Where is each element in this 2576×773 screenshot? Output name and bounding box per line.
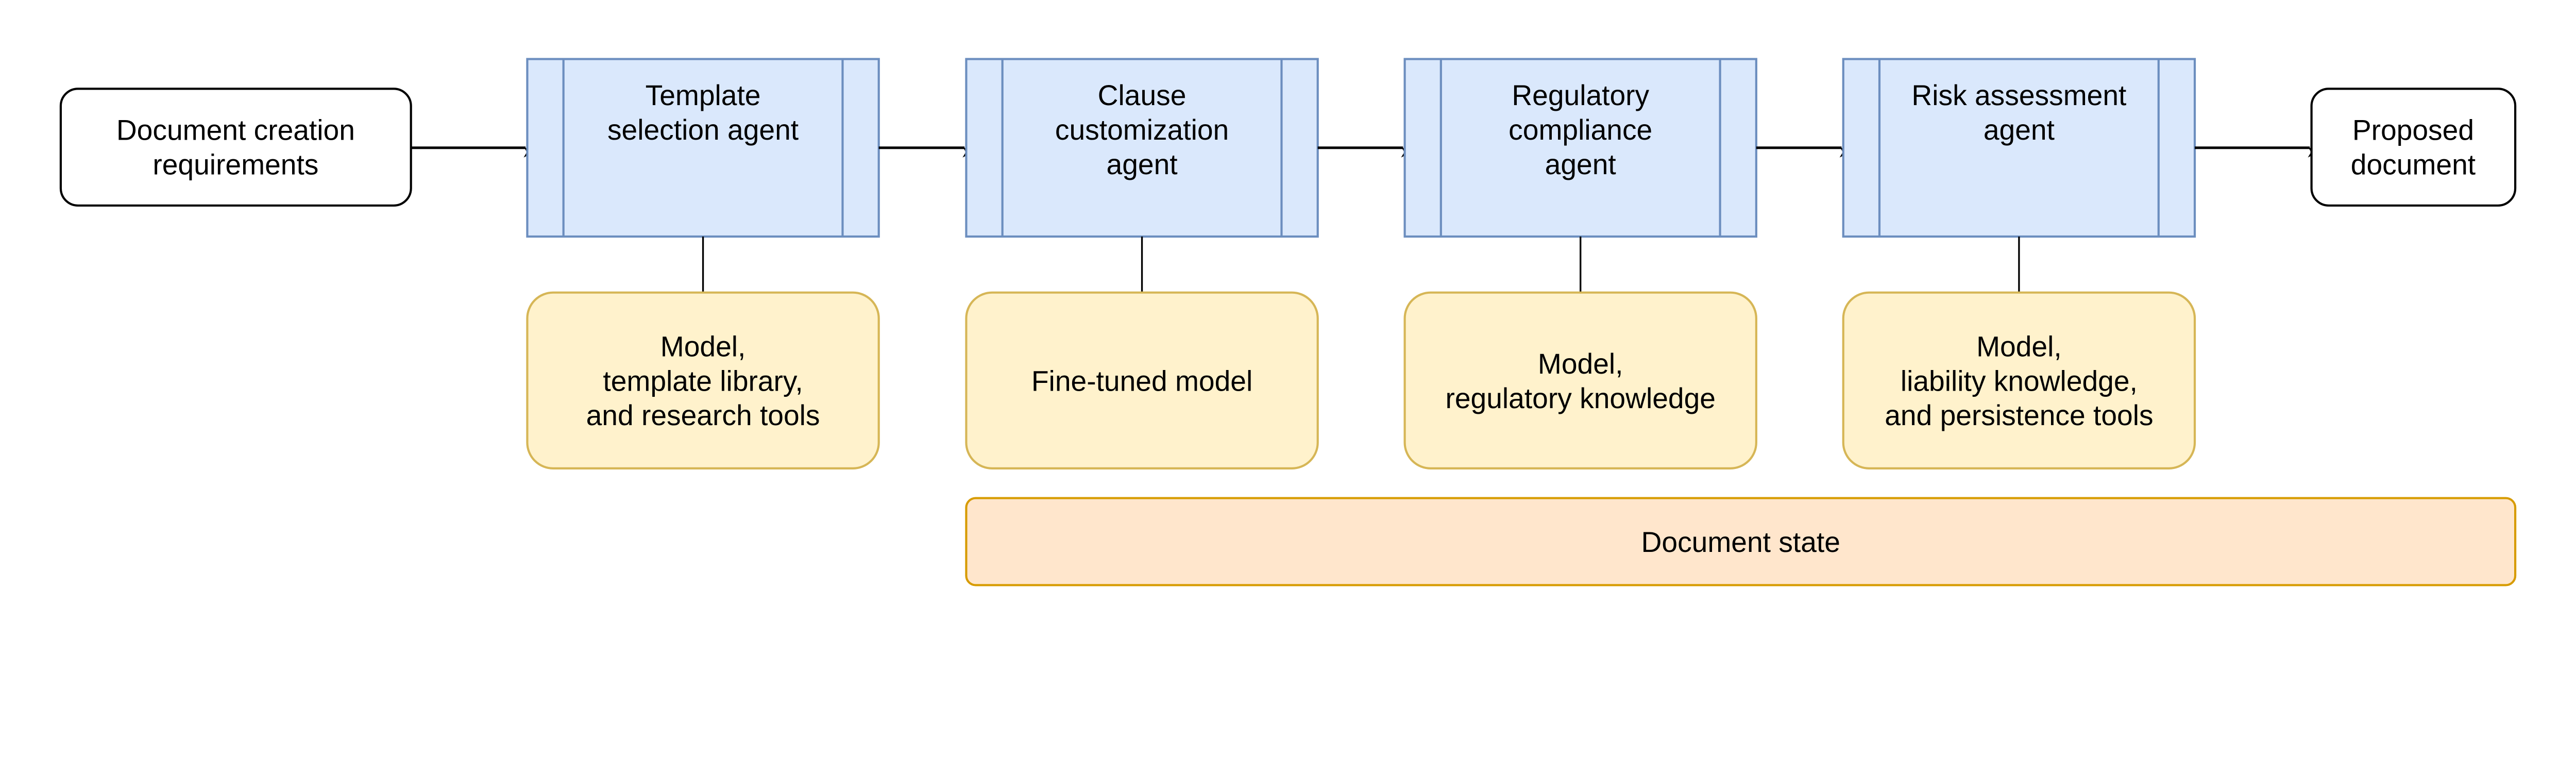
agent-label: selection agent <box>607 114 799 146</box>
tool-node <box>526 291 880 469</box>
input-label: requirements <box>152 149 318 181</box>
tool-node <box>1403 291 1757 469</box>
agent-label: Clause <box>1098 79 1187 111</box>
agent-label: agent <box>1107 148 1178 180</box>
agent-node <box>1842 58 2196 238</box>
agent-node <box>1403 58 1757 238</box>
output-node <box>2310 88 2517 207</box>
tool-label: and persistence tools <box>1885 399 2153 431</box>
agent-label: Risk assessment <box>1911 79 2126 111</box>
input-label: Document creation <box>116 114 355 146</box>
tool-label: template library, <box>603 365 803 397</box>
document-state-label: Document state <box>1641 526 1840 558</box>
tool-label: and research tools <box>586 399 820 431</box>
tool-label: Model, <box>660 330 746 362</box>
tool-label: liability knowledge, <box>1901 365 2138 397</box>
output-label: Proposed <box>2352 114 2474 146</box>
output-label: document <box>2351 149 2476 181</box>
tool-node <box>965 291 1319 469</box>
tool-label: regulatory knowledge <box>1445 382 1715 414</box>
tool-label: Fine-tuned model <box>1031 365 1252 397</box>
agent-label: compliance <box>1509 114 1652 146</box>
document-state-node <box>965 497 2517 586</box>
tool-node <box>1842 291 2196 469</box>
agent-label: agent <box>1545 148 1616 180</box>
agent-label: agent <box>1984 114 2055 146</box>
agent-node <box>965 58 1319 238</box>
agent-label: customization <box>1055 114 1229 146</box>
tool-label: Model, <box>1538 348 1623 380</box>
agent-label: Regulatory <box>1512 79 1649 111</box>
agent-label: Template <box>646 79 761 111</box>
tool-label: Model, <box>1976 330 2062 362</box>
input-node <box>59 88 412 207</box>
